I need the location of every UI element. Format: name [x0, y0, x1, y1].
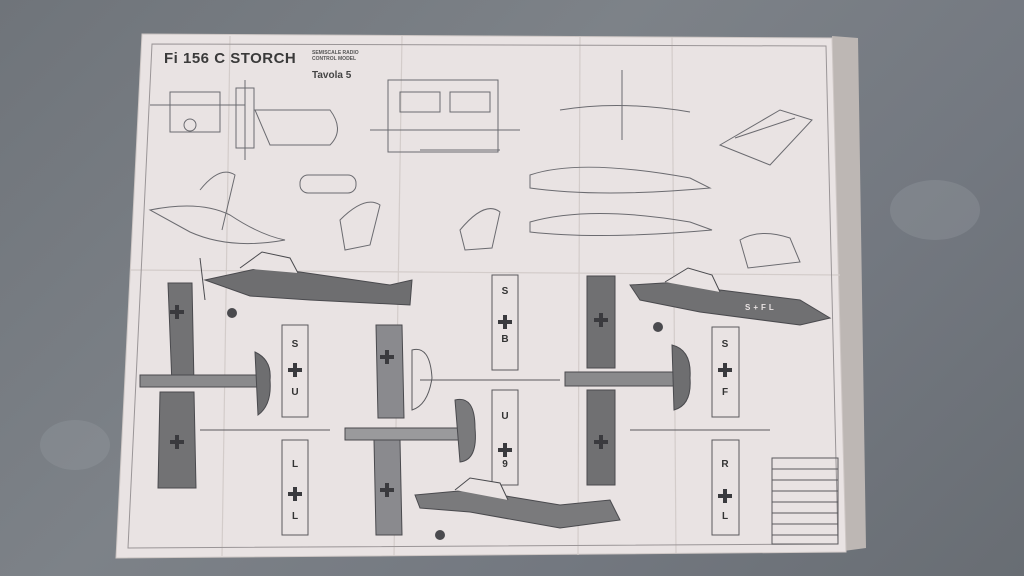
code-letter: 9 — [502, 459, 508, 470]
wing-code-bottom-middle: U + 9 — [499, 405, 511, 477]
wing-far-right — [630, 326, 770, 536]
bottom-fuselage-side — [414, 477, 621, 540]
code-letter: U — [501, 411, 509, 422]
code-letter: S — [291, 339, 299, 350]
code-letter: L — [291, 511, 299, 522]
wing-code-right: S + F — [719, 333, 731, 405]
brand-label: SEMISCALE RADIO CONTROL MODEL — [312, 50, 359, 62]
code-letter: L — [291, 459, 299, 470]
code-letter: S — [501, 286, 509, 297]
wing-code-bottom-right: R + L — [719, 452, 731, 530]
wing-right-dark — [564, 275, 691, 486]
balkenkreuz-markings — [170, 305, 732, 503]
code-letter: F — [721, 387, 729, 398]
wing-code-top-left: S + U — [289, 333, 301, 405]
fuselage-code: S+FL — [745, 303, 777, 312]
code-letter: S — [721, 339, 729, 350]
paper-sheet — [115, 33, 847, 559]
fuselage-side-parts — [529, 70, 813, 269]
wall-texture — [40, 420, 110, 470]
color-legend — [771, 457, 839, 545]
brand-line-2: CONTROL MODEL — [312, 56, 357, 62]
brand-line-1: SEMISCALE RADIO — [312, 50, 359, 56]
right-fuselage-side — [629, 267, 832, 332]
parts-drawing — [299, 79, 520, 194]
left-fuselage-side — [199, 251, 413, 318]
code-letter: L — [721, 511, 729, 522]
wing-top-left — [200, 324, 330, 536]
wing-code-bottom-left: L + L — [289, 452, 301, 530]
wall-texture — [890, 180, 980, 240]
code-letter: B — [501, 334, 509, 345]
sheet-subtitle: Tavola 5 — [312, 70, 352, 81]
tail-drawing — [148, 171, 501, 251]
code-letter: U — [291, 387, 299, 398]
sheet-title: Fi 156 C STORCH — [164, 50, 297, 67]
wing-code-top-middle: S + B — [499, 280, 511, 352]
engine-drawing — [150, 80, 338, 160]
code-letter: R — [721, 459, 729, 470]
